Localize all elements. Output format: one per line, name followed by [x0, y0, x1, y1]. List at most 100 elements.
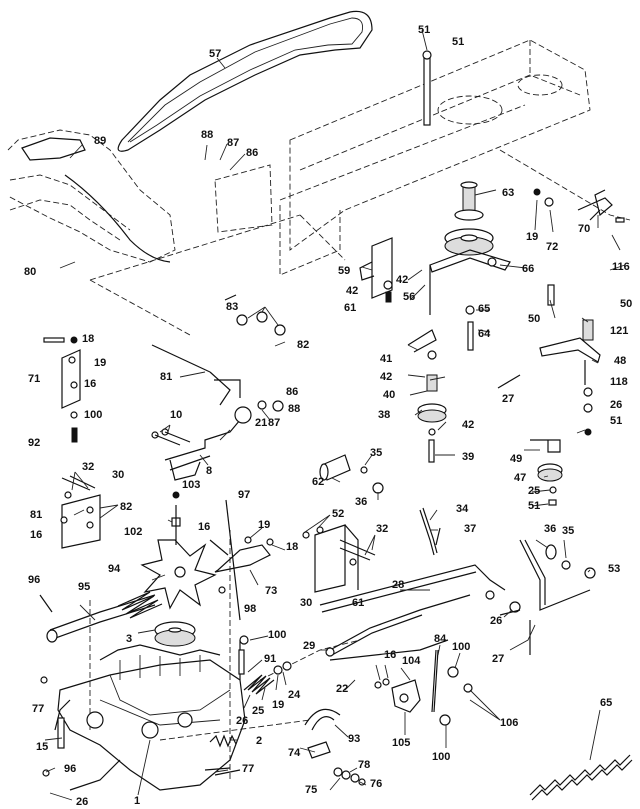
shift-rod — [151, 294, 286, 412]
label-76: 76 — [370, 778, 382, 790]
shift-lever — [151, 406, 252, 481]
label-75: 75 — [305, 784, 317, 796]
label-91: 91 — [264, 653, 276, 665]
drive-belt — [117, 10, 373, 152]
label-26b: 26 — [490, 615, 502, 627]
label-61b: 81 — [30, 509, 42, 521]
label-39: 39 — [462, 451, 474, 463]
label-56: 56 — [403, 291, 415, 303]
label-21: 21 — [255, 417, 267, 429]
label-53: 53 — [608, 563, 620, 575]
label-42-top: 42 — [396, 274, 408, 286]
label-81: 81 — [160, 371, 172, 383]
label-16b: 16 — [30, 529, 42, 541]
bolt-64 — [465, 305, 475, 351]
label-62: 62 — [312, 476, 324, 488]
part-labels: 57 51 51 89 88 87 86 63 19 72 70 116 80 … — [24, 24, 632, 808]
bracket-70 — [533, 188, 625, 223]
label-38: 38 — [378, 409, 390, 421]
label-42c: 42 — [462, 419, 474, 431]
label-52: 52 — [332, 508, 344, 520]
label-116: 116 — [612, 261, 630, 273]
label-32b: 32 — [376, 523, 388, 535]
label-86a: 86 — [246, 147, 258, 159]
rod-22 — [325, 594, 471, 661]
label-28: 28 — [392, 579, 404, 591]
label-98: 98 — [244, 603, 256, 615]
label-47: 47 — [514, 472, 526, 484]
label-16a: 16 — [84, 378, 96, 390]
label-51d: 51 — [528, 500, 540, 512]
rod-95 — [39, 591, 163, 643]
rod-97 — [225, 499, 241, 621]
label-63: 63 — [502, 187, 514, 199]
label-61a: 61 — [344, 302, 356, 314]
bracket-71 — [43, 336, 81, 443]
label-37: 37 — [464, 523, 476, 535]
label-96a: 96 — [28, 574, 40, 586]
label-100b: 100 — [268, 629, 286, 641]
label-100c: 100 — [452, 641, 470, 653]
label-15: 15 — [36, 741, 48, 753]
label-19b: 19 — [94, 357, 106, 369]
spring-65 — [529, 754, 633, 801]
label-106: 106 — [500, 717, 518, 729]
label-22: 22 — [336, 683, 348, 695]
label-100d: 100 — [432, 751, 450, 763]
label-18a: 18 — [82, 333, 94, 345]
label-25a: 25 — [528, 485, 540, 497]
label-16d: 16 — [384, 649, 396, 661]
label-87b: 87 — [268, 417, 280, 429]
label-78: 78 — [358, 759, 370, 771]
label-72: 72 — [546, 241, 558, 253]
label-96b: 96 — [64, 763, 76, 775]
spring-25 — [238, 635, 292, 695]
label-35a: 35 — [370, 447, 382, 459]
label-77a: 77 — [32, 703, 44, 715]
label-27b: 27 — [492, 653, 504, 665]
label-89: 89 — [94, 135, 106, 147]
label-95: 95 — [78, 581, 90, 593]
label-26a: 26 — [610, 399, 622, 411]
label-27a: 27 — [502, 393, 514, 405]
bracket-30-left — [60, 475, 101, 549]
label-94: 94 — [108, 563, 121, 575]
label-42b: 42 — [380, 371, 392, 383]
fender-outline — [7, 129, 176, 263]
label-83: 83 — [226, 301, 238, 313]
label-73: 73 — [265, 585, 277, 597]
belt-guide — [304, 708, 341, 731]
bracket-30-right — [302, 524, 376, 593]
label-104: 104 — [402, 655, 421, 667]
label-70: 70 — [578, 223, 590, 235]
idler-arm — [429, 249, 511, 273]
bracket-59 — [359, 237, 393, 299]
label-118: 118 — [610, 376, 628, 388]
label-19d: 19 — [272, 699, 284, 711]
label-65b: 65 — [600, 697, 612, 709]
spring-2 — [209, 734, 237, 748]
label-24: 24 — [288, 689, 301, 701]
label-18b: 18 — [286, 541, 298, 553]
label-25b: 25 — [252, 705, 264, 717]
brake-rod — [319, 539, 596, 655]
transaxle — [40, 644, 246, 791]
label-66: 66 — [522, 263, 534, 275]
label-102: 102 — [124, 526, 142, 538]
control-104 — [374, 649, 473, 726]
pin-74 — [307, 741, 366, 786]
label-57: 57 — [209, 48, 221, 60]
label-71: 71 — [28, 373, 40, 385]
label-97: 97 — [238, 489, 250, 501]
label-88b: 88 — [288, 403, 300, 415]
label-105: 105 — [392, 737, 410, 749]
label-61-b: 61 — [352, 597, 364, 609]
label-30b: 30 — [300, 597, 312, 609]
roller-62 — [319, 454, 384, 494]
label-32a: 32 — [82, 461, 94, 473]
idler-stack — [383, 265, 447, 463]
label-50a: 50 — [620, 298, 632, 310]
cooling-fan — [140, 539, 217, 647]
label-82a: 82 — [297, 339, 309, 351]
